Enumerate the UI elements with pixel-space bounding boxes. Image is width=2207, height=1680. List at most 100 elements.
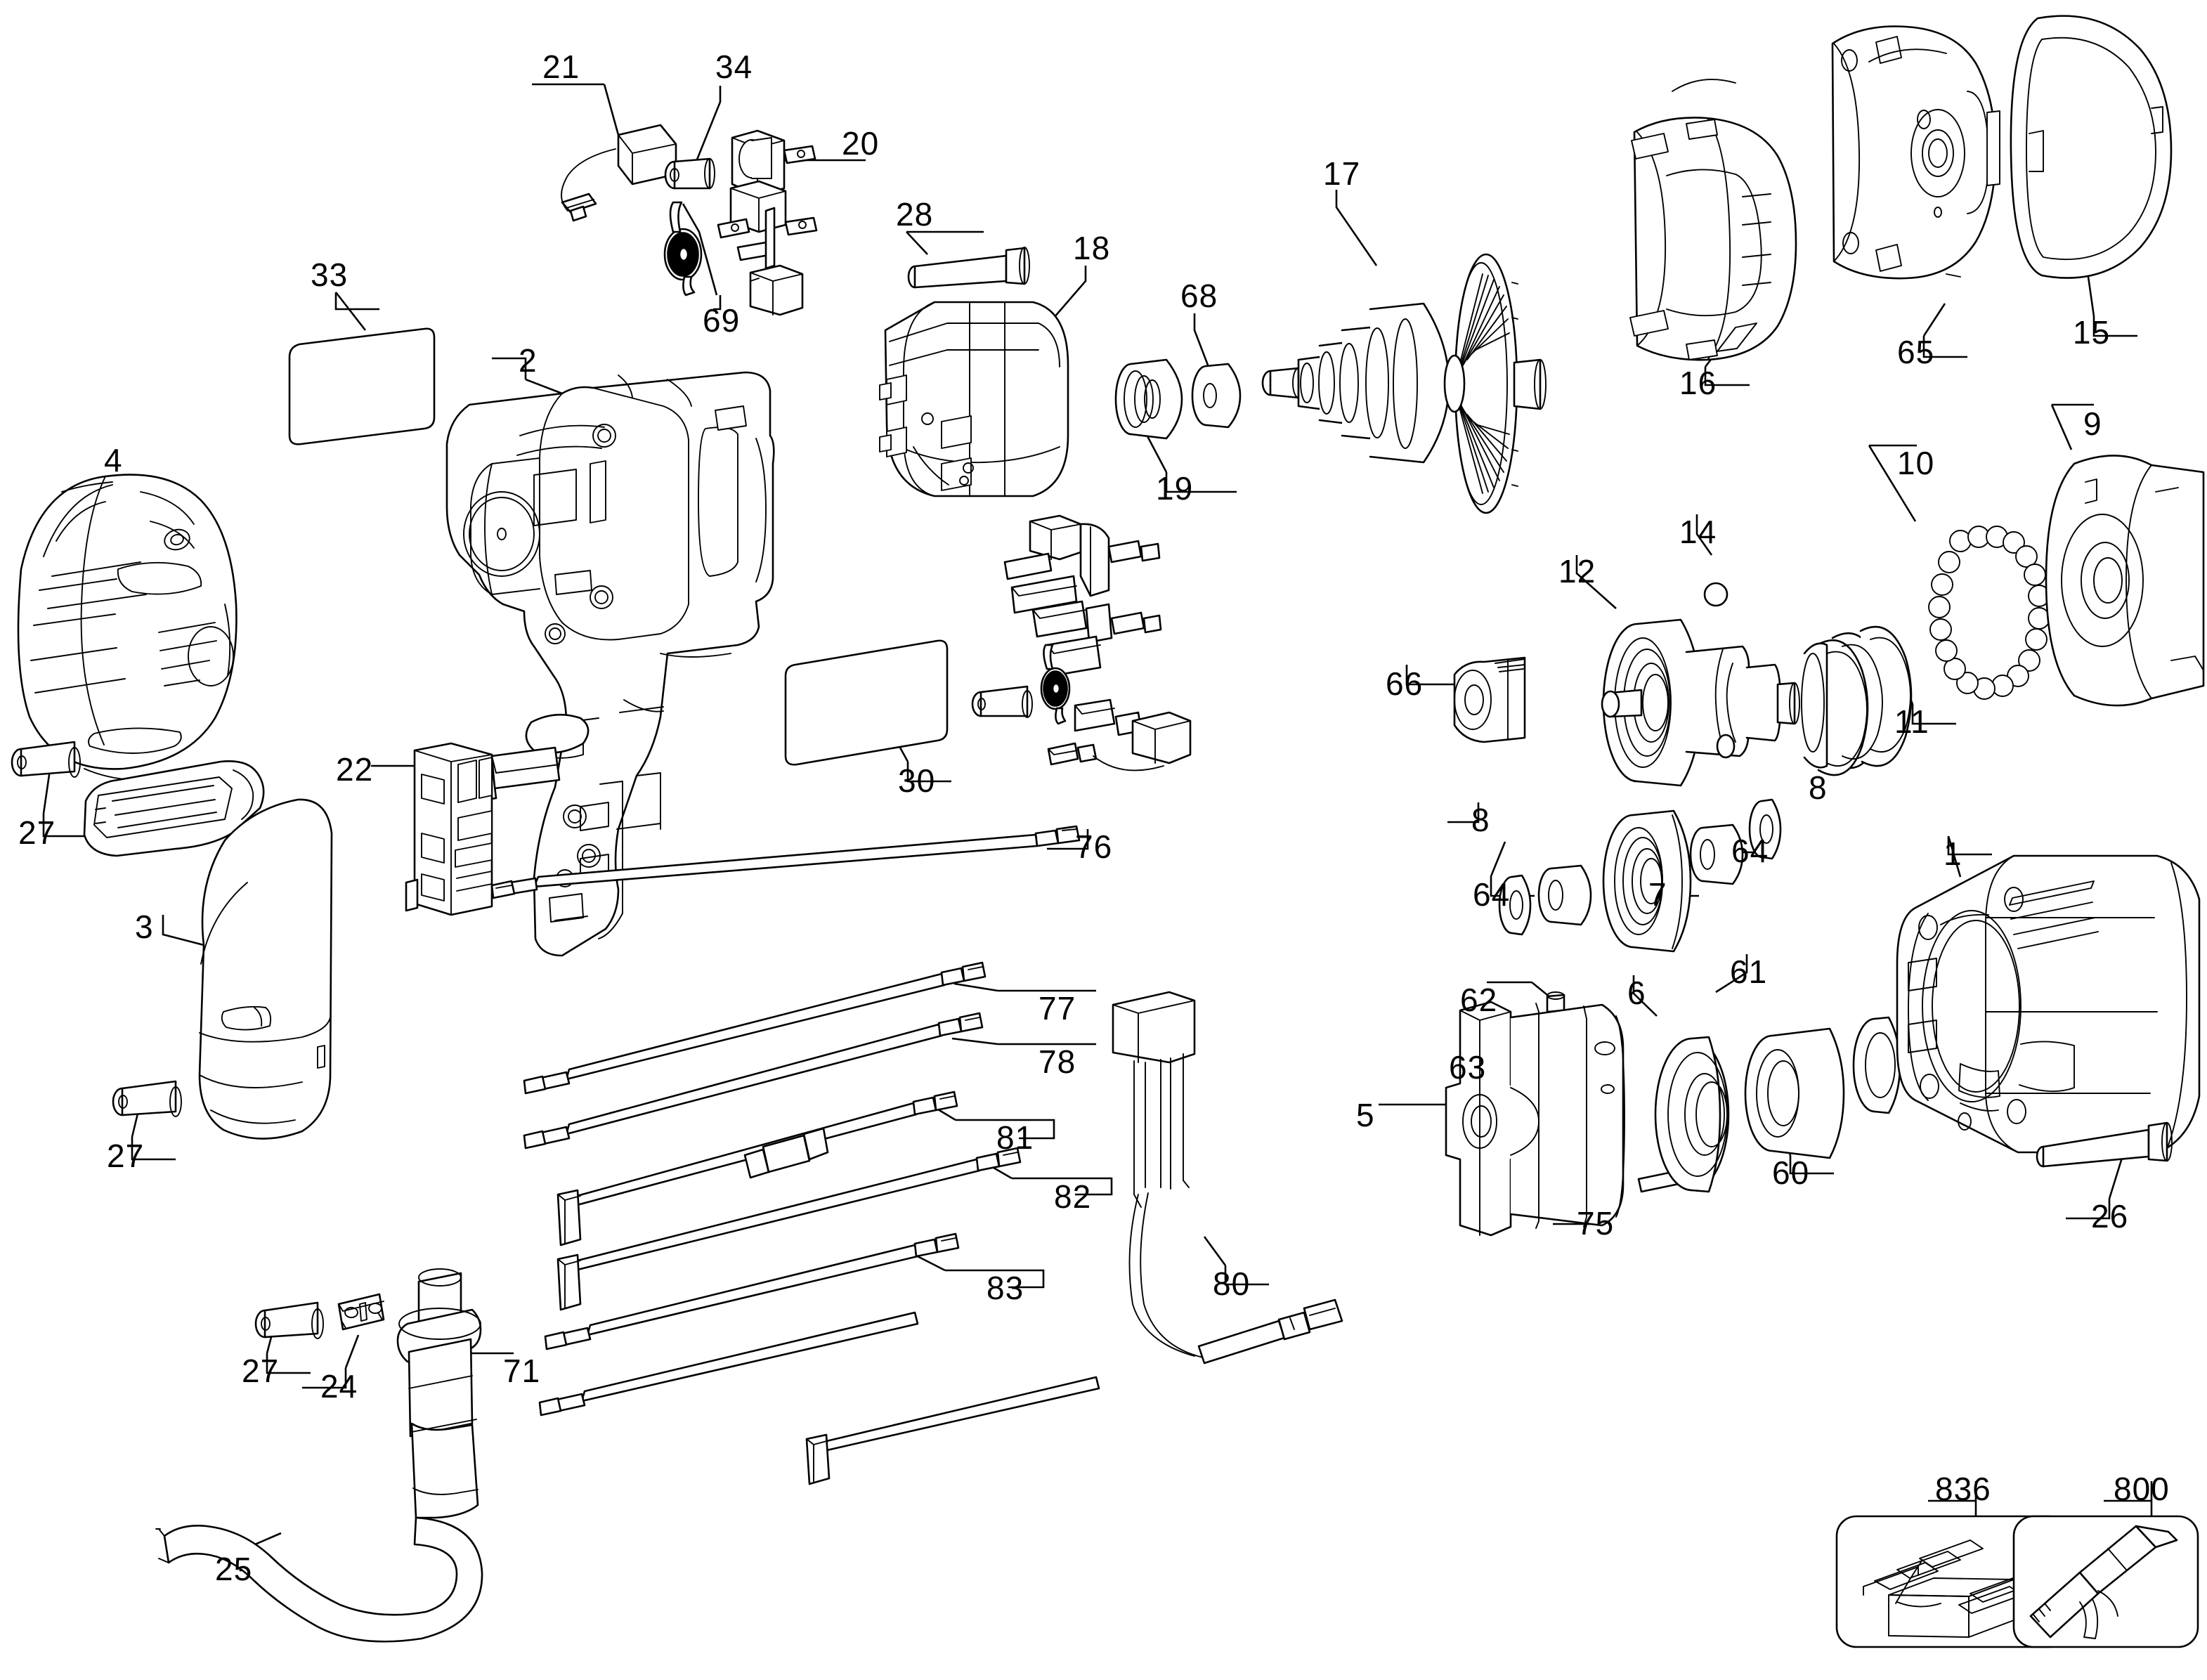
part-17-armature [1261, 253, 1547, 514]
part-15-o-ring [2010, 15, 2173, 279]
part-27-screw-c [254, 1301, 324, 1339]
callout-21: 21 [542, 48, 580, 85]
callout-19: 19 [1156, 470, 1194, 507]
callout-76: 76 [1075, 828, 1113, 865]
leader-lines [42, 83, 2153, 1572]
part-brush-holder-cluster [971, 514, 1192, 771]
callout-77: 77 [1039, 990, 1076, 1027]
callout-34: 34 [715, 48, 753, 85]
callout-64-b: 64 [1731, 833, 1769, 869]
callout-3: 3 [135, 909, 154, 945]
part-3-handle [198, 798, 333, 1140]
callout-1: 1 [1944, 835, 1962, 872]
part-21-brush-lead [561, 124, 677, 222]
part-14-steel-ball [1703, 582, 1729, 607]
part-78-wire [523, 1012, 984, 1150]
part-24-cord-clamp [337, 1293, 385, 1331]
part-8-washer-a [1498, 874, 1532, 936]
callout-68: 68 [1180, 278, 1218, 314]
accessory-box-836 [1835, 1515, 2070, 1648]
part-76-wire [490, 825, 1081, 899]
callout-8-b: 8 [1809, 769, 1828, 806]
callout-27-a: 27 [18, 814, 56, 851]
callout-8-a: 8 [1471, 802, 1490, 838]
part-6-thrust-washer [1654, 1036, 1730, 1193]
callout-6: 6 [1627, 975, 1646, 1011]
part-30-warning-label [784, 639, 949, 766]
callout-82: 82 [1054, 1178, 1092, 1215]
callout-17: 17 [1323, 155, 1361, 192]
part-33-nameplate [288, 327, 436, 445]
callout-69: 69 [703, 302, 741, 339]
callout-12: 12 [1558, 553, 1596, 590]
callout-64-a: 64 [1473, 876, 1511, 913]
callout-27-c: 27 [242, 1353, 280, 1389]
part-82-wire [556, 1147, 1022, 1311]
part-10-needle-cage [1928, 526, 2050, 700]
part-69-spring-washer [663, 201, 703, 297]
part-4-end-cap [17, 474, 237, 781]
part-cover-plate [83, 760, 265, 857]
callout-33: 33 [311, 256, 349, 293]
callout-75: 75 [1577, 1205, 1615, 1242]
part-80-capacitor-assembly [1112, 991, 1343, 1365]
callout-15: 15 [2073, 314, 2111, 351]
part-64-sleeve-b [1689, 823, 1744, 885]
callout-22: 22 [336, 751, 374, 788]
callout-25: 25 [215, 1551, 253, 1587]
callout-836: 836 [1935, 1471, 1991, 1507]
callout-7: 7 [1648, 876, 1667, 913]
part-26-long-screw [2036, 1121, 2173, 1168]
callout-16: 16 [1679, 365, 1717, 401]
part-81-wire [556, 1090, 958, 1246]
callout-83: 83 [987, 1270, 1024, 1306]
part-20-brush-holder [717, 129, 818, 316]
part-7-ball-bearing [1602, 809, 1692, 953]
callout-80: 80 [1213, 1265, 1251, 1302]
callout-14: 14 [1679, 514, 1717, 550]
part-68-washer [1191, 363, 1242, 429]
part-65-end-bracket [1831, 25, 2000, 280]
part-71-strain-relief [396, 1268, 482, 1519]
part-25-power-cord [155, 1516, 483, 1643]
callout-24: 24 [320, 1368, 358, 1405]
part-8-washer-b [1748, 798, 1782, 860]
callout-61: 61 [1730, 953, 1768, 990]
part-16-baffle [1629, 79, 1797, 361]
callout-10: 10 [1897, 445, 1935, 481]
callout-18: 18 [1073, 230, 1111, 266]
callout-5: 5 [1356, 1097, 1375, 1133]
callout-2: 2 [519, 342, 538, 379]
part-wire-extra-lowest [805, 1376, 1100, 1485]
callout-66: 66 [1386, 665, 1424, 702]
part-27-screw-a [11, 741, 81, 778]
callout-71: 71 [503, 1353, 541, 1389]
part-22-switch-module [405, 742, 493, 916]
part-34-screw [664, 157, 715, 190]
callout-9: 9 [2083, 405, 2102, 442]
callout-81: 81 [996, 1119, 1034, 1156]
part-1-gear-case [1896, 854, 2201, 1154]
part-60-bushing [1744, 1027, 1845, 1159]
part-19-bearing-ring [1114, 358, 1183, 440]
part-28-long-screw [907, 247, 1030, 289]
part-5-anvil [1445, 1001, 1625, 1237]
part-27-screw-b [112, 1080, 182, 1117]
callout-78: 78 [1039, 1043, 1076, 1080]
callout-65: 65 [1897, 334, 1935, 370]
callout-60: 60 [1772, 1154, 1810, 1191]
callout-28: 28 [896, 196, 934, 233]
part-83-wire [544, 1232, 960, 1350]
part-11-hammer-spring [1801, 625, 1913, 776]
callout-4: 4 [104, 442, 123, 478]
part-66-bushing [1453, 656, 1526, 743]
part-12-hammer-assembly [1601, 618, 1800, 787]
part-77-wire [523, 961, 987, 1095]
callout-30: 30 [898, 762, 936, 799]
part-18-field-stator [879, 301, 1069, 497]
callout-27-b: 27 [107, 1138, 145, 1174]
part-9-anvil-bushing [2045, 455, 2205, 707]
part-61-seal-ring [1852, 1016, 1901, 1114]
